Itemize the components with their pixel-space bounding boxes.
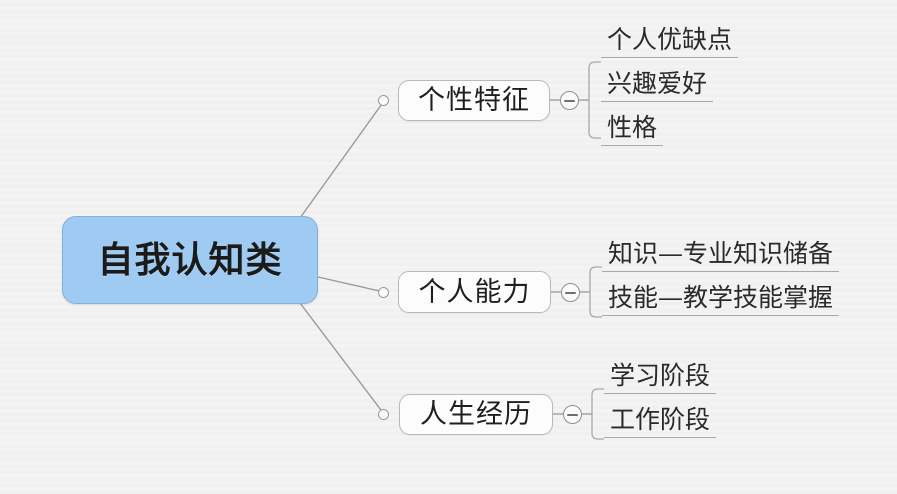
- branch-node-2-label: 个人能力: [418, 276, 531, 308]
- connector-dot-icon-branch-3: [378, 409, 389, 420]
- edge-root-to-branch-3: [299, 302, 385, 415]
- leaf-item[interactable]: 兴趣爱好: [601, 71, 714, 102]
- minus-circle-icon-branch-3[interactable]: [563, 405, 582, 424]
- bracket-branch-2: [589, 266, 602, 318]
- leaf-item[interactable]: 性格: [601, 115, 664, 146]
- connector-dot-icon-branch-2: [378, 287, 389, 298]
- leaf-group-branch-1: 个人优缺点 兴趣爱好 性格: [601, 27, 739, 146]
- leaf-group-branch-2: 知识—专业知识储备 技能—教学技能掌握: [602, 241, 840, 316]
- bracket-branch-3: [591, 388, 604, 440]
- edge-root-to-branch-2: [317, 276, 385, 293]
- connector-dot-icon-branch-1: [378, 95, 389, 106]
- bracket-branch-1: [588, 61, 601, 139]
- branch-node-2[interactable]: 个人能力: [398, 271, 551, 313]
- leaf-item[interactable]: 工作阶段: [604, 407, 717, 438]
- leaf-item[interactable]: 个人优缺点: [601, 27, 739, 58]
- leaf-item[interactable]: 学习阶段: [604, 363, 717, 394]
- branch-node-3[interactable]: 人生经历: [399, 394, 553, 435]
- root-node[interactable]: 自我认知类: [62, 216, 318, 304]
- edge-root-to-branch-1: [299, 100, 385, 219]
- branch-node-1[interactable]: 个性特征: [398, 80, 550, 121]
- root-node-label: 自我认知类: [97, 239, 283, 281]
- minus-circle-icon-branch-2[interactable]: [561, 283, 580, 302]
- branch-node-3-label: 人生经历: [420, 399, 532, 430]
- leaf-item[interactable]: 技能—教学技能掌握: [602, 285, 840, 316]
- leaf-group-branch-3: 学习阶段 工作阶段: [604, 363, 717, 438]
- branch-node-1-label: 个性特征: [418, 85, 530, 116]
- leaf-item[interactable]: 知识—专业知识储备: [602, 241, 840, 272]
- minus-circle-icon-branch-1[interactable]: [560, 91, 579, 110]
